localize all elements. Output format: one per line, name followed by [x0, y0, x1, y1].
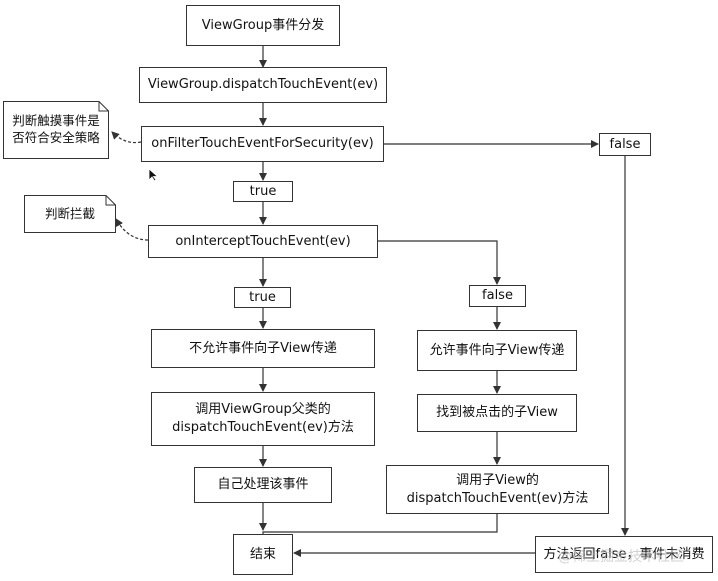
note-connector-intercept — [115, 218, 149, 241]
handle-self-node: 自己处理该事件 — [194, 467, 332, 503]
intercept-true-label: true — [234, 287, 291, 308]
dispatch-node: ViewGroup.dispatchTouchEvent(ev) — [139, 67, 387, 103]
call-child-node: 调用子View的 dispatchTouchEvent(ev)方法 — [386, 465, 609, 514]
note-shape — [3, 101, 109, 159]
filter-false-label: false — [599, 133, 651, 156]
allow-node: 允许事件向子View传递 — [417, 330, 577, 371]
start-node: ViewGroup事件分发 — [186, 5, 340, 46]
intercept-false-label: false — [469, 285, 526, 307]
filter-node: onFilterTouchEventForSecurity(ev) — [141, 126, 384, 162]
note-security: 判断触摸事件是 否符合安全策略 — [3, 101, 109, 159]
note-connector-security — [111, 131, 142, 144]
deny-node: 不允许事件向子View传递 — [151, 329, 375, 368]
arrow-intercept-false — [378, 240, 501, 285]
filter-true-label: true — [233, 181, 293, 202]
note-intercept: 判断拦截 — [24, 195, 116, 233]
intercept-node: onInterceptTouchEvent(ev) — [148, 225, 378, 258]
note-shape — [24, 195, 116, 233]
note-intercept-text: 判断拦截 — [44, 205, 95, 221]
call-parent-node: 调用ViewGroup父类的 dispatchTouchEvent(ev)方法 — [151, 392, 375, 446]
arrow-callchild-end — [262, 514, 498, 534]
return-false-node: 方法返回false，事件未消费 — [535, 536, 713, 573]
find-child-node: 找到被点击的子View — [417, 394, 577, 432]
mouse-cursor-icon — [148, 168, 159, 182]
end-node: 结束 — [233, 534, 293, 575]
note-security-text: 判断触摸事件是 否符合安全策略 — [12, 113, 100, 145]
